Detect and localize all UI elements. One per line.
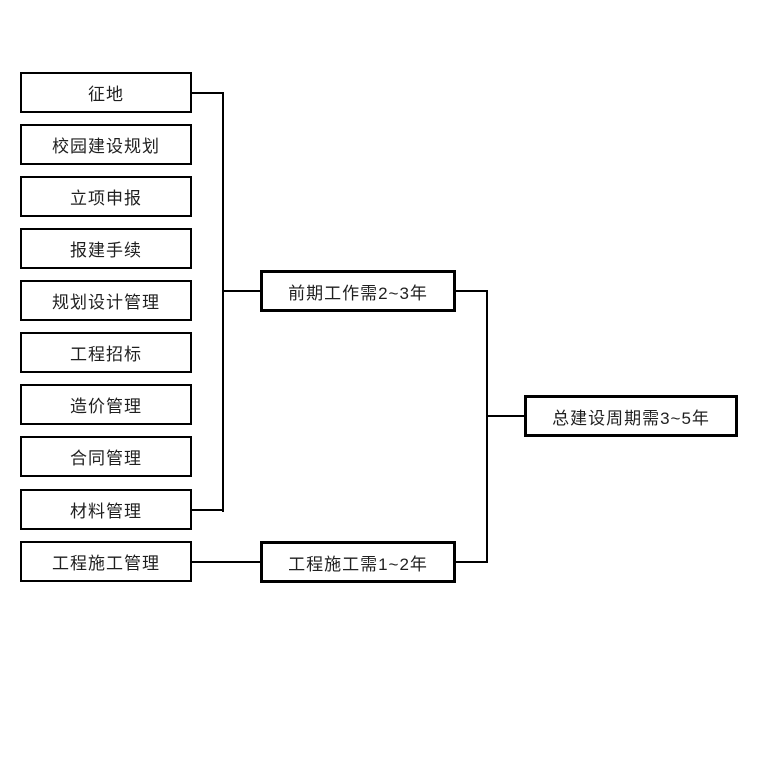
connector-line-stage1-to-right-rail: [455, 290, 488, 292]
task-box-approval-procedures: 报建手续: [20, 228, 192, 269]
task-box-material-management: 材料管理: [20, 489, 192, 530]
connector-line-rail-to-total: [486, 415, 526, 417]
task-box-contract-management: 合同管理: [20, 436, 192, 477]
connector-rail-right-bracket: [486, 290, 488, 563]
connector-line-stage2-to-right-rail: [455, 561, 488, 563]
task-box-planning-design-mgmt: 规划设计管理: [20, 280, 192, 321]
connector-rail-left-bracket: [222, 92, 224, 512]
total-box-construction-period: 总建设周期需3~5年: [524, 395, 738, 437]
task-box-construction-mgmt: 工程施工管理: [20, 541, 192, 582]
connector-line-rail-to-stage1: [222, 290, 262, 292]
connector-line-bottom-task-to-rail: [192, 509, 224, 511]
connector-line-top-task-to-rail: [192, 92, 224, 94]
stage-box-preliminary-work: 前期工作需2~3年: [260, 270, 456, 312]
task-box-cost-management: 造价管理: [20, 384, 192, 425]
task-box-land-acquisition: 征地: [20, 72, 192, 113]
stage-box-construction-work: 工程施工需1~2年: [260, 541, 456, 583]
task-box-campus-planning: 校园建设规划: [20, 124, 192, 165]
connector-line-task10-to-stage2: [192, 561, 262, 563]
task-box-project-application: 立项申报: [20, 176, 192, 217]
task-box-project-bidding: 工程招标: [20, 332, 192, 373]
